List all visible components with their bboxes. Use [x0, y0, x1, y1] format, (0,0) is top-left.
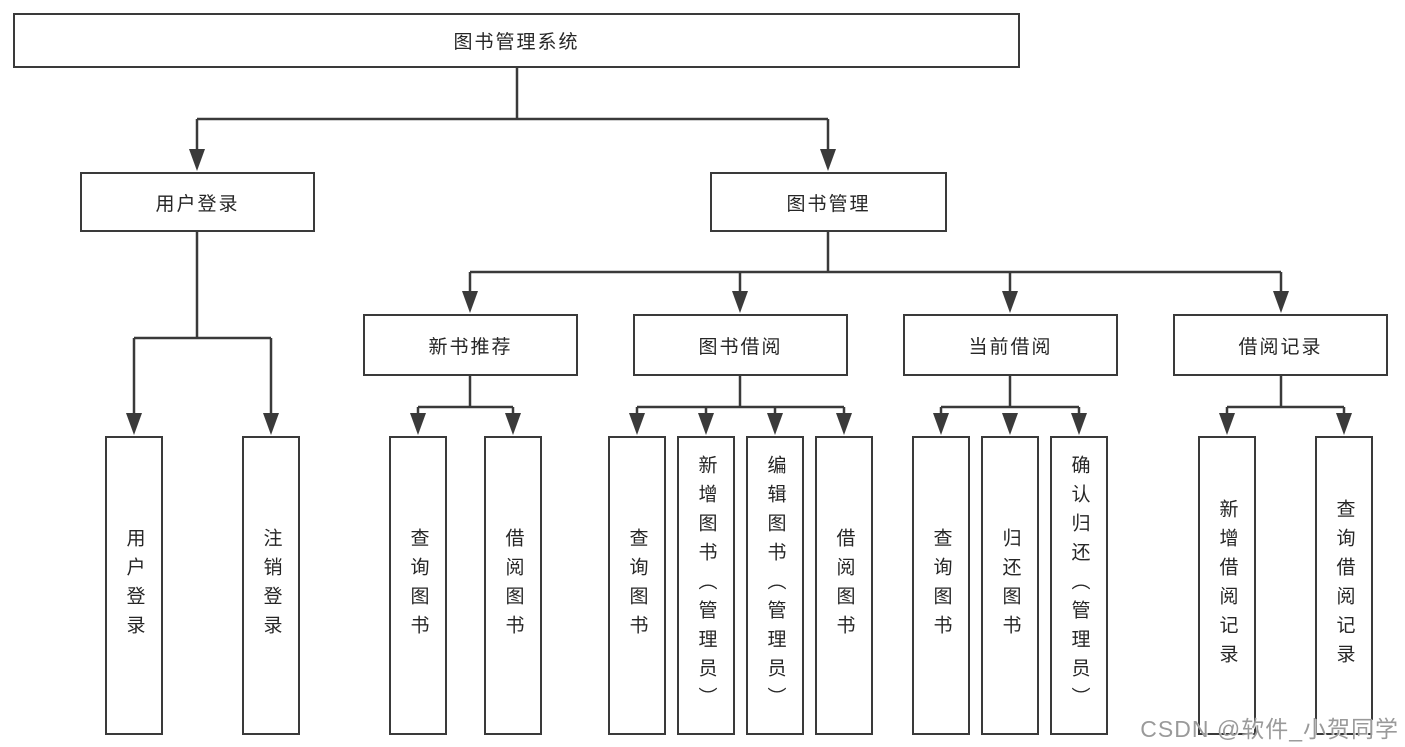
node-borrow-records-label: 借阅记录	[1238, 336, 1323, 358]
leaf-query-books-recommend-label: 查询图书	[407, 527, 429, 644]
csdn-watermark: CSDN @软件_小贺同学	[1140, 716, 1399, 742]
leaf-query-books-recommend: 查询图书	[389, 436, 447, 735]
leaf-user-login: 用户登录	[105, 436, 163, 735]
node-user-login: 用户登录	[80, 172, 315, 232]
leaf-add-book-admin-label: 新增图书（管理员）	[695, 455, 717, 716]
leaf-user-login-label: 用户登录	[123, 527, 145, 644]
leaf-add-borrow-record: 新增借阅记录	[1198, 436, 1256, 735]
leaf-add-borrow-record-label: 新增借阅记录	[1216, 498, 1238, 673]
leaf-query-borrow-record-label: 查询借阅记录	[1333, 498, 1355, 673]
node-book-management-label: 图书管理	[786, 193, 871, 215]
leaf-borrow-books-2-label: 借阅图书	[833, 527, 855, 644]
node-book-borrow-label: 图书借阅	[698, 336, 783, 358]
node-borrow-records: 借阅记录	[1173, 314, 1388, 376]
leaf-logout: 注销登录	[242, 436, 300, 735]
node-current-borrow-label: 当前借阅	[968, 336, 1053, 358]
leaf-return-book: 归还图书	[981, 436, 1039, 735]
leaf-borrow-books-recommend: 借阅图书	[484, 436, 542, 735]
leaf-edit-book-admin: 编辑图书（管理员）	[746, 436, 804, 735]
leaf-query-books-current: 查询图书	[912, 436, 970, 735]
leaf-borrow-books-recommend-label: 借阅图书	[502, 527, 524, 644]
leaf-query-books-borrow: 查询图书	[608, 436, 666, 735]
leaf-query-books-current-label: 查询图书	[930, 527, 952, 644]
leaf-confirm-return-admin-label: 确认归还（管理员）	[1068, 455, 1090, 716]
leaf-query-books-borrow-label: 查询图书	[626, 527, 648, 644]
leaf-logout-label: 注销登录	[260, 527, 282, 644]
leaf-borrow-books-2: 借阅图书	[815, 436, 873, 735]
arrowheads	[126, 149, 1352, 435]
node-book-borrow: 图书借阅	[633, 314, 848, 376]
node-new-book-recommend-label: 新书推荐	[428, 336, 513, 358]
node-book-management: 图书管理	[710, 172, 947, 232]
leaf-add-book-admin: 新增图书（管理员）	[677, 436, 735, 735]
leaf-confirm-return-admin: 确认归还（管理员）	[1050, 436, 1108, 735]
leaf-query-borrow-record: 查询借阅记录	[1315, 436, 1373, 735]
node-current-borrow: 当前借阅	[903, 314, 1118, 376]
node-new-book-recommend: 新书推荐	[363, 314, 578, 376]
node-user-login-label: 用户登录	[155, 193, 240, 215]
leaf-return-book-label: 归还图书	[999, 527, 1021, 644]
node-root-label: 图书管理系统	[453, 32, 580, 53]
node-root: 图书管理系统	[13, 13, 1020, 68]
leaf-edit-book-admin-label: 编辑图书（管理员）	[764, 455, 786, 716]
